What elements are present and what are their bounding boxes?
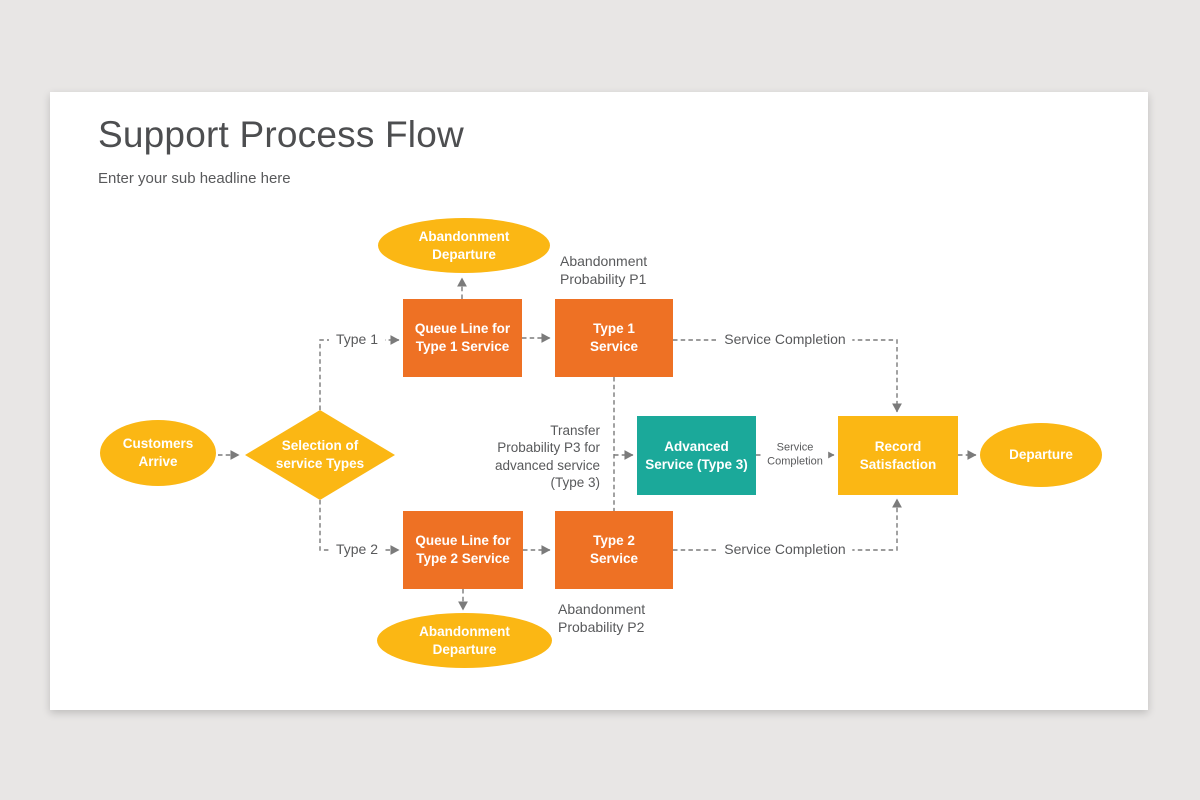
edge-label-type2: Type 2 xyxy=(328,540,386,560)
page-subtitle: Enter your sub headline here xyxy=(98,170,291,187)
slide: Support Process Flow Enter your sub head… xyxy=(50,92,1148,710)
edge-selection-to-queue1 xyxy=(319,335,400,410)
node-departure: Departure xyxy=(980,423,1102,487)
node-departure-label: Departure xyxy=(1009,447,1073,463)
label-service-completion-bottom: Service Completion xyxy=(717,540,853,560)
edge-label-type1: Type 1 xyxy=(328,330,386,350)
page-title: Support Process Flow xyxy=(98,114,464,155)
edge-service1-to-record xyxy=(673,339,902,413)
edge-service2-to-record xyxy=(673,498,902,551)
label-service-completion-top: Service Completion xyxy=(717,330,853,350)
